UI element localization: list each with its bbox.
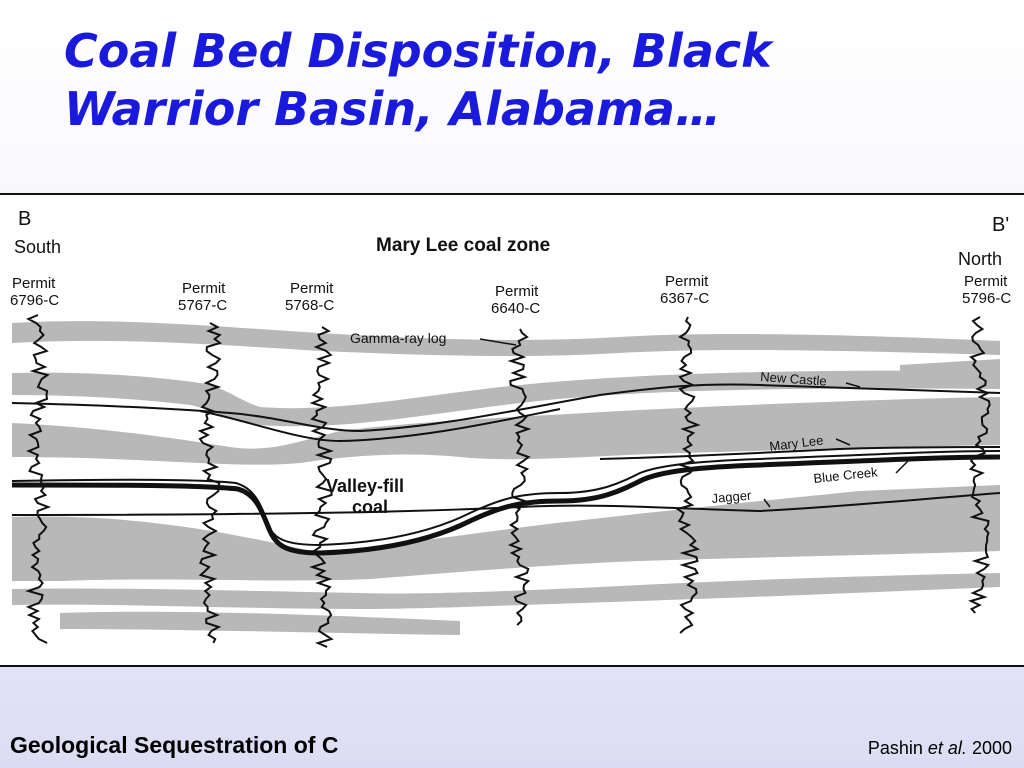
gamma-ray-log	[25, 314, 52, 644]
mary-lee-line	[599, 446, 1001, 460]
gamma-ray-pointer	[479, 338, 517, 346]
blue-creek-pointer	[895, 460, 909, 474]
gamma-ray-log	[309, 326, 335, 648]
gamma-ray-log-label: Gamma-ray log	[350, 330, 446, 346]
well-id-label: 5767-C	[178, 297, 227, 314]
well-permit-label: Permit	[964, 273, 1008, 290]
section-end-label: B'	[992, 214, 1009, 236]
well-id-label: 6796-C	[10, 292, 59, 309]
gamma-ray-log	[675, 316, 701, 634]
well-labels: Permit 6796-C Permit 5767-C Permit 5768-…	[10, 273, 1011, 317]
well-permit-label: Permit	[665, 273, 709, 290]
well-permit-label: Permit	[12, 275, 56, 292]
valley-fill-label-line2: coal	[352, 497, 388, 517]
north-label: North	[958, 249, 1002, 269]
well-id-label: 6640-C	[491, 300, 540, 317]
slide-title-line-2: Warrior Basin, Alabama…	[64, 82, 721, 136]
blue-creek-label: Blue Creek	[813, 464, 879, 486]
gray-band	[60, 611, 460, 635]
gamma-ray-log	[197, 322, 223, 644]
jagger-pointer	[763, 498, 771, 508]
gray-band	[940, 411, 1000, 423]
section-start-label: B	[18, 208, 31, 230]
cross-section-diagram: B South B' North Mary Lee coal zone Perm…	[10, 208, 1011, 648]
credit-etal: et al.	[927, 738, 967, 758]
gray-band	[12, 321, 1000, 357]
jagger-line	[11, 492, 1001, 516]
gamma-ray-log	[968, 316, 991, 614]
well-id-label: 5768-C	[285, 297, 334, 314]
blue-creek-upper-coal	[11, 450, 1001, 547]
slide-title-line-1: Coal Bed Disposition, Black	[64, 24, 772, 78]
new-castle-label: New Castle	[760, 369, 827, 389]
mary-lee-pointer	[835, 438, 851, 446]
mary-lee-label: Mary Lee	[769, 432, 825, 453]
well-id-label: 6367-C	[660, 290, 709, 307]
coal-lines	[11, 383, 1001, 516]
south-label: South	[14, 237, 61, 257]
cross-section-figure: B South B' North Mary Lee coal zone Perm…	[0, 193, 1024, 667]
jagger-label: Jagger	[711, 488, 753, 506]
well-permit-label: Permit	[182, 280, 226, 297]
gamma-ray-logs	[25, 314, 991, 648]
gray-band	[12, 485, 1000, 581]
well-id-label: 5796-C	[962, 290, 1011, 307]
new-castle-pointer	[845, 382, 861, 388]
well-permit-label: Permit	[495, 283, 539, 300]
thick-coal-beds	[11, 450, 1001, 556]
gamma-ray-log	[507, 328, 532, 626]
zone-title: Mary Lee coal zone	[376, 235, 550, 256]
footer-course-title: Geological Sequestration of C	[10, 732, 339, 758]
credit-author: Pashin	[867, 738, 923, 758]
credit-year: 2000	[971, 738, 1012, 758]
new-castle-upper-line	[199, 408, 561, 443]
valley-fill-label-line1: Valley-fill	[326, 476, 404, 496]
slide-title: Coal Bed Disposition, Black Warrior Basi…	[64, 22, 964, 138]
gray-band	[12, 397, 1000, 465]
blue-creek-coal	[11, 454, 1001, 556]
gray-band	[12, 573, 1000, 609]
well-permit-label: Permit	[290, 280, 334, 297]
figure-credit: Pashin et al. 2000	[868, 738, 1012, 759]
